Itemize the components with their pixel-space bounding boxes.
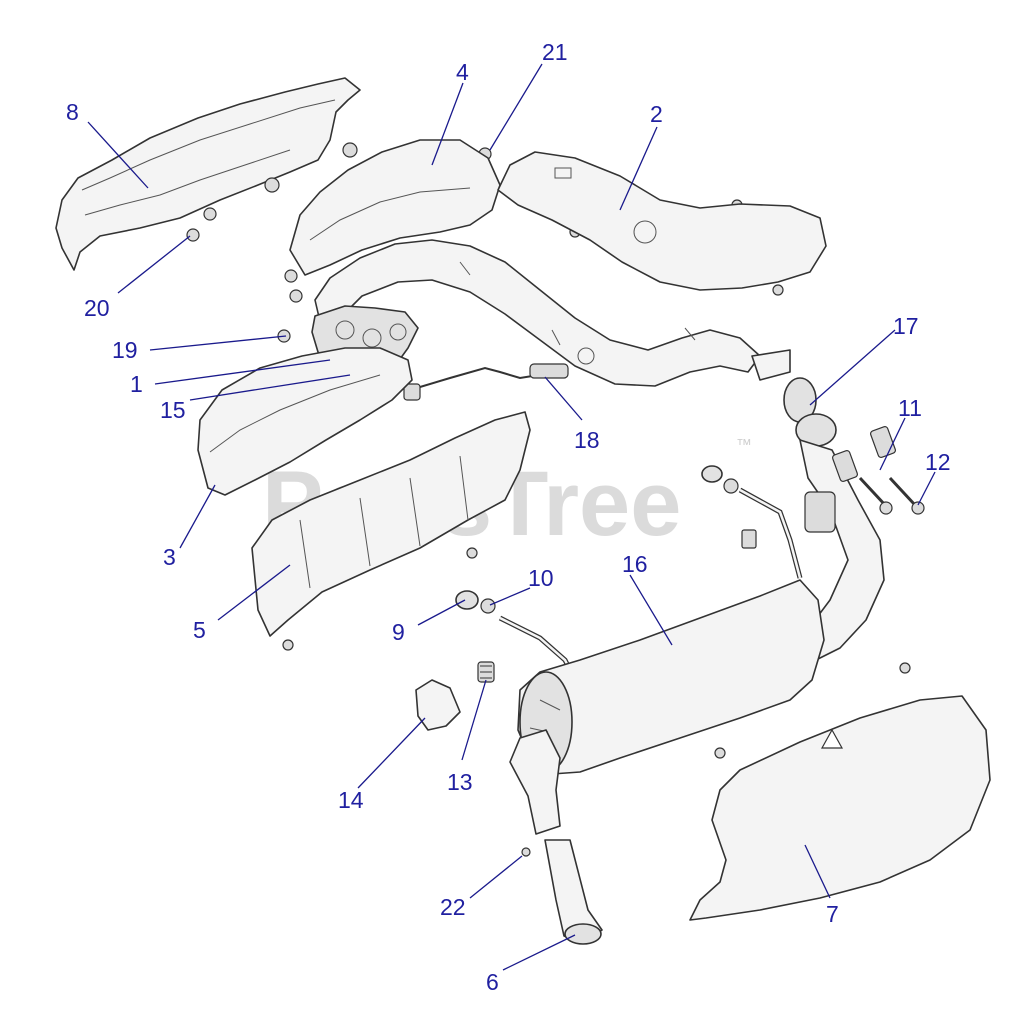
part-2-rear-shield[interactable] — [497, 151, 827, 291]
callout-8: 8 — [66, 99, 79, 125]
callout-12: 12 — [925, 449, 951, 475]
leader-20 — [117, 235, 191, 294]
part-10-washer[interactable] — [480, 478, 739, 614]
leader-14 — [357, 717, 426, 789]
part-18-oxygen-sensor[interactable] — [403, 363, 569, 401]
part-17-flange-seal[interactable] — [751, 349, 837, 447]
leader-16 — [629, 574, 673, 646]
part-8-heat-shield-upper[interactable] — [55, 77, 361, 271]
part-5-lower-shield[interactable] — [251, 411, 531, 651]
callout-labels: 1 2 3 4 5 6 7 8 9 10 11 12 13 14 15 16 1… — [66, 39, 951, 995]
callout-2: 2 — [650, 101, 663, 127]
callout-9: 9 — [392, 619, 405, 645]
leader-12 — [917, 471, 936, 506]
leader-18 — [544, 376, 583, 421]
leader-10 — [489, 587, 531, 606]
callout-20: 20 — [84, 295, 110, 321]
callout-11: 11 — [898, 395, 922, 421]
callout-16: 16 — [622, 551, 648, 577]
part-13-spring[interactable] — [477, 661, 495, 683]
part-6-tailpipe[interactable] — [509, 729, 603, 945]
part-12-bolts[interactable] — [858, 476, 925, 515]
leader-5 — [217, 564, 291, 621]
leader-21 — [489, 63, 543, 151]
part-3-front-shield[interactable] — [197, 347, 413, 496]
leader-13 — [461, 679, 487, 761]
callout-4: 4 — [456, 59, 469, 85]
leader-15 — [189, 374, 351, 401]
callout-6: 6 — [486, 969, 499, 995]
leader-22 — [469, 855, 523, 899]
leader-7 — [804, 844, 831, 899]
leader-8 — [87, 121, 149, 189]
leader-11 — [879, 417, 906, 471]
callout-18: 18 — [574, 427, 600, 453]
leader-19 — [149, 335, 287, 351]
part-11-springs[interactable] — [831, 426, 897, 482]
callout-19: 19 — [112, 337, 138, 363]
watermark-trademark: ™ — [736, 437, 752, 454]
part-9-grommet[interactable] — [455, 465, 723, 610]
leader-6 — [502, 934, 576, 971]
callout-14: 14 — [338, 787, 364, 813]
callout-22: 22 — [440, 894, 466, 920]
leader-3 — [179, 484, 216, 549]
leader-lines — [87, 63, 936, 971]
leader-2 — [619, 126, 658, 211]
leader-4 — [431, 82, 464, 166]
leader-1 — [154, 359, 331, 385]
part-7-muffler-shield[interactable] — [689, 662, 991, 921]
callout-17: 17 — [893, 313, 919, 339]
callout-10: 10 — [528, 565, 554, 591]
callout-15: 15 — [160, 397, 186, 423]
leader-9 — [417, 599, 466, 626]
part-14-clamp[interactable] — [415, 679, 461, 731]
callout-1: 1 — [130, 371, 143, 397]
callout-3: 3 — [163, 544, 176, 570]
callout-5: 5 — [193, 617, 206, 643]
callout-7: 7 — [826, 901, 839, 927]
callout-21: 21 — [542, 39, 568, 65]
leader-17 — [809, 329, 896, 406]
callout-13: 13 — [447, 769, 473, 795]
part-20-bolts[interactable] — [186, 142, 784, 343]
